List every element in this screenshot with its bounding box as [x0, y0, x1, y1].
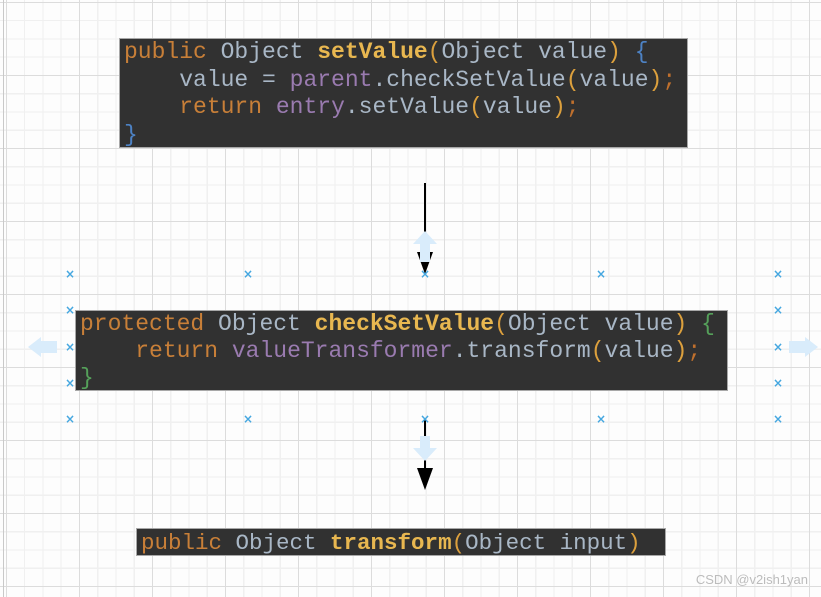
code-line: public Object transform(Object input) [141, 529, 665, 556]
code-token: return [135, 338, 219, 364]
code-token [687, 311, 701, 337]
connection-point-icon[interactable]: × [772, 412, 784, 426]
code-token: ( [451, 530, 466, 556]
code-line: protected Object checkSetValue(Object va… [80, 311, 727, 338]
code-token: protected [80, 311, 205, 337]
connection-point-icon[interactable]: × [595, 412, 607, 426]
connection-point-icon[interactable]: × [242, 412, 254, 426]
code-token: Object input [465, 530, 628, 556]
code-token: ( [565, 66, 580, 93]
code-token [80, 338, 135, 364]
code-token: public [124, 39, 207, 65]
code-token: checkSetValue [314, 311, 495, 337]
connection-point-icon[interactable]: × [772, 340, 784, 354]
code-token: ) [673, 311, 688, 337]
connection-point-icon[interactable]: × [64, 303, 76, 317]
code-token [262, 94, 276, 120]
code-line: return entry.setValue(value); [124, 94, 687, 122]
hint-triangle [413, 448, 437, 461]
code-token [124, 94, 179, 120]
page-edge-line [3, 0, 4, 597]
hint-triangle [805, 337, 818, 357]
code-line: } [124, 121, 687, 148]
hint-triangle [413, 231, 437, 244]
code-token: public [141, 530, 223, 556]
code-token: .transform [452, 338, 591, 364]
code-token: Object [204, 311, 315, 337]
connection-point-icon[interactable]: × [242, 267, 254, 281]
code-token [218, 338, 232, 364]
connection-point-icon[interactable]: × [64, 376, 76, 390]
code-token: } [80, 365, 94, 391]
code-token: } [124, 121, 138, 148]
code-token: entry [275, 94, 345, 120]
hint-tail [41, 341, 57, 353]
code-token: setValue [317, 39, 428, 65]
code-token: Object [206, 39, 318, 65]
code-block-setvalue[interactable]: public Object setValue(Object value) { v… [119, 38, 688, 148]
code-token: ) [627, 530, 641, 556]
code-block-checksetvalue[interactable]: protected Object checkSetValue(Object va… [75, 310, 728, 391]
code-token: .checkSetValue [372, 66, 566, 93]
code-token: ( [469, 94, 483, 120]
code-token: value [579, 66, 649, 93]
connection-point-icon[interactable]: × [595, 267, 607, 281]
connection-point-icon[interactable]: × [419, 267, 431, 281]
code-token: value = [124, 66, 290, 93]
code-line: return valueTransformer.transform(value)… [80, 338, 727, 365]
code-token: return [179, 94, 263, 120]
code-token: ( [590, 338, 605, 364]
connection-point-icon[interactable]: × [64, 267, 76, 281]
code-token: Object [222, 530, 331, 556]
code-token: ; [565, 94, 580, 120]
code-token: ) [551, 94, 566, 120]
code-line: } [80, 365, 727, 391]
connection-point-icon[interactable]: × [772, 376, 784, 390]
code-token: Object value [441, 39, 608, 65]
code-token: value [604, 338, 674, 364]
watermark: CSDN @v2ish1yan [695, 572, 808, 587]
code-token: transform [330, 530, 452, 556]
code-token: ) [607, 39, 621, 65]
code-token [621, 39, 635, 65]
code-token: ) [648, 66, 663, 93]
code-token: ; [687, 338, 702, 364]
code-token: { [634, 39, 649, 65]
code-line: value = parent.checkSetValue(value); [124, 67, 687, 95]
code-token: Object value [507, 311, 674, 337]
arrow-line [424, 183, 426, 254]
connection-point-icon[interactable]: × [64, 412, 76, 426]
code-block-transform[interactable]: public Object transform(Object input) [136, 528, 666, 556]
code-line: public Object setValue(Object value) { [124, 39, 687, 67]
code-token: ( [427, 39, 442, 65]
code-token: value [482, 94, 552, 120]
code-token: ( [494, 311, 508, 337]
hint-tail [420, 436, 430, 448]
code-token: ) [673, 338, 688, 364]
connection-point-icon[interactable]: × [64, 340, 76, 354]
hint-tail [789, 341, 805, 353]
code-token: ; [662, 66, 677, 93]
code-token: valueTransformer [231, 338, 453, 364]
connection-point-icon[interactable]: × [772, 267, 784, 281]
connection-point-icon[interactable]: × [419, 412, 431, 426]
hint-triangle [28, 337, 41, 357]
code-token: { [701, 311, 715, 337]
code-token: parent [289, 66, 373, 93]
connection-point-icon[interactable]: × [772, 303, 784, 317]
hint-tail [420, 244, 430, 262]
arrow-head-icon [417, 468, 433, 490]
code-token: .setValue [344, 94, 470, 120]
